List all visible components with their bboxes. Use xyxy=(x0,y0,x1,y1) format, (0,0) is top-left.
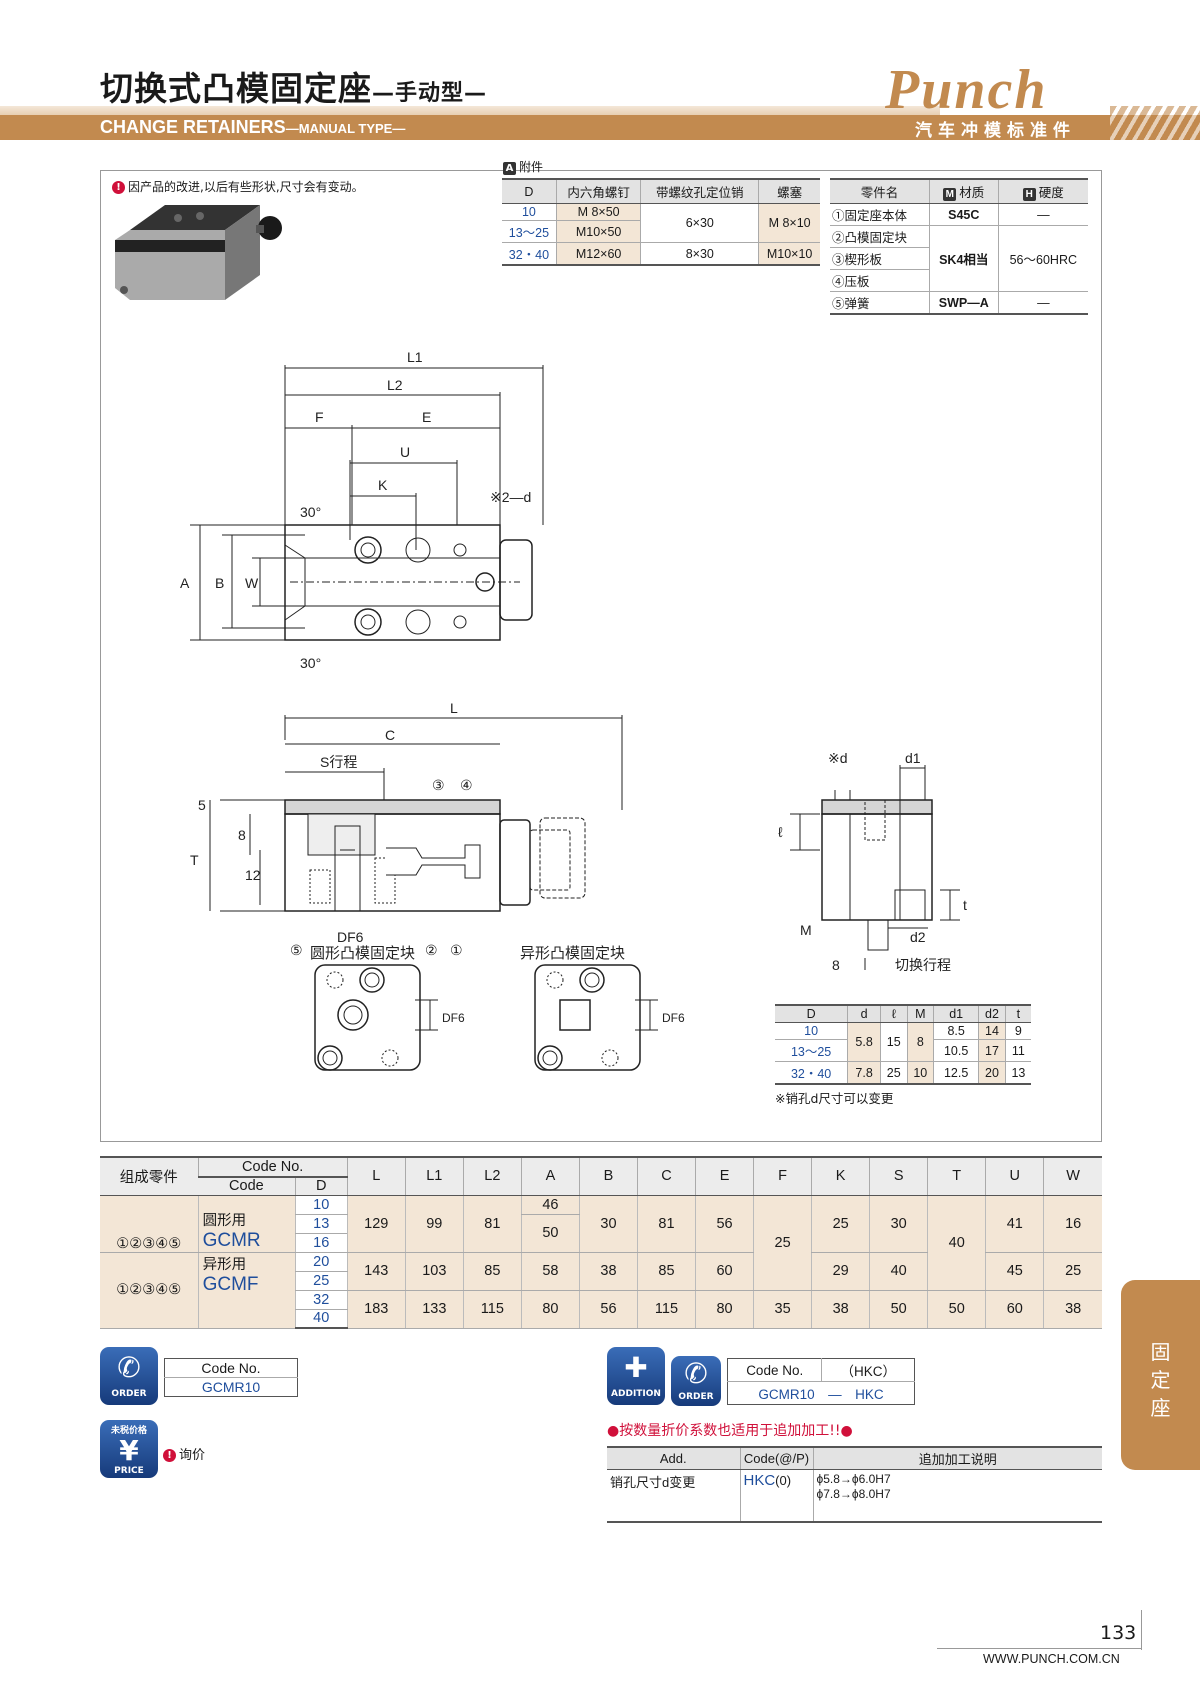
phone-icon: ✆ xyxy=(684,1357,708,1390)
drawing-frame xyxy=(100,170,1102,1142)
callout-5: ⑤ xyxy=(290,942,303,958)
table-row: 32・40 M12×60 8×30 M10×10 xyxy=(502,242,820,266)
dim-8: 8 xyxy=(238,827,246,843)
discount-note: ●按数量折价系数也适用于追加加工!!● xyxy=(607,1423,853,1439)
a-badge-icon: A xyxy=(503,162,516,175)
table-row: 13 50 xyxy=(100,1214,1102,1253)
page-title-cn: 切换式凸模固定座—手动型— xyxy=(100,69,488,108)
pin-hole-note: ※销孔d尺寸可以变更 xyxy=(775,1091,894,1106)
callout-1: ① xyxy=(450,942,463,958)
brand-logo: Punch xyxy=(885,59,1048,121)
price-note: !询价 xyxy=(163,1444,205,1463)
header-band xyxy=(0,115,1200,140)
m-badge-icon: M xyxy=(943,188,957,201)
brand-subtitle: 汽车冲模标准件 xyxy=(915,121,1076,141)
h-badge-icon: H xyxy=(1022,188,1036,201)
addition-order-badge[interactable]: ✆ORDER xyxy=(671,1356,721,1406)
callout-4: ④ xyxy=(460,777,473,793)
yen-icon: ¥ xyxy=(119,1434,139,1467)
dim-DF6-round: DF6 xyxy=(442,1011,465,1025)
dim-M: M xyxy=(800,922,812,938)
table-row: 13～25 M10×50 xyxy=(502,220,820,243)
technical-drawing: L1 L2 F E U K ※2—d 30° 30° A B W L C S行程… xyxy=(180,349,967,1071)
table-row: 32・40 7.8 25 10 12.5 20 13 xyxy=(775,1061,1031,1085)
dim-t: t xyxy=(963,897,967,913)
dim-L: L xyxy=(450,700,458,716)
dim-L1: L1 xyxy=(407,349,423,365)
callout-2: ② xyxy=(425,942,438,958)
change-note: !因产品的改进,以后有些形状,尺寸会有变动。 xyxy=(112,178,364,195)
page-number: 133 xyxy=(1100,1622,1137,1644)
dim-5: 5 xyxy=(198,797,206,813)
dim-12: 12 xyxy=(245,867,261,883)
addition-code-value: GCMR10 — HKC xyxy=(727,1381,915,1405)
dim-B: B xyxy=(215,575,224,591)
addition-table: Add. Code(@/P) 追加加工说明 销孔尺寸d变更 HKC(0) ϕ5.… xyxy=(607,1446,1102,1523)
footer-divider-vertical xyxy=(1141,1610,1142,1650)
order-code-value: GCMR10 xyxy=(164,1377,298,1397)
dim-DF6-special: DF6 xyxy=(662,1011,685,1025)
dim-star-d: ※d xyxy=(828,750,848,766)
footer-divider xyxy=(937,1648,1142,1649)
dim-d1: d1 xyxy=(905,750,921,766)
dim-K: K xyxy=(378,477,388,493)
dim-C: C xyxy=(385,727,395,743)
dim-W: W xyxy=(245,575,259,591)
table-row: 10 5.8 15 8 8.5 14 9 xyxy=(775,1022,1031,1062)
product-photo xyxy=(115,205,282,300)
order-badge[interactable]: ✆ORDER xyxy=(100,1347,158,1405)
header-band-top xyxy=(0,106,940,116)
dim-U: U xyxy=(400,444,410,460)
price-badge[interactable]: 未税价格¥PRICE xyxy=(100,1420,158,1478)
dim-A: A xyxy=(180,575,190,591)
special-block-title: 异形凸模固定块 xyxy=(520,945,625,962)
dim-E: E xyxy=(422,409,431,425)
dim-DF6: DF6 xyxy=(337,929,364,945)
table-row: ①固定座本体 S45C — xyxy=(830,203,1088,226)
dim-ell: ℓ xyxy=(778,824,783,840)
info-icon: ! xyxy=(112,181,125,194)
dim-2d: ※2—d xyxy=(490,489,531,505)
table-row: 40 xyxy=(100,1309,1102,1329)
switch-stroke-label: 切换行程 xyxy=(895,957,951,973)
category-tab[interactable]: 固定座 xyxy=(1121,1280,1200,1470)
dim-S: S行程 xyxy=(320,754,357,770)
page-title-en: CHANGE RETAINERS—MANUAL TYPE— xyxy=(100,117,406,137)
table-row: ②凸模固定块 SK4相当 56～60HRC xyxy=(830,225,1088,292)
dim-d2: d2 xyxy=(910,929,926,945)
table-row: ⑤弹簧 SWP—A — xyxy=(830,291,1088,315)
table-row: 25 xyxy=(100,1271,1102,1291)
round-block-title: 圆形凸模固定块 xyxy=(310,945,415,962)
table-row: 13～25 10.5 17 11 xyxy=(775,1039,1031,1062)
angle-top: 30° xyxy=(300,504,321,520)
order-code-table: Code No. GCMR10 xyxy=(164,1358,298,1397)
dim-F: F xyxy=(315,409,324,425)
dim-8b: 8 xyxy=(832,957,840,973)
header-stripes xyxy=(1110,106,1200,140)
accessory-table: D 内六角螺钉 带螺纹孔定位销 螺塞 10 M 8×50 6×30 M 8×10… xyxy=(502,178,820,266)
website-link[interactable]: WWW.PUNCH.COM.CN xyxy=(983,1652,1120,1666)
table-row: ③楔形板 xyxy=(830,247,1088,270)
dim-T: T xyxy=(190,852,199,868)
info-icon: ! xyxy=(163,1449,176,1462)
plus-icon: ✚ xyxy=(624,1351,648,1384)
addition-code-table: Code No.（HKC） GCMR10 — HKC xyxy=(726,1358,915,1405)
table-row: 10 M 8×50 6×30 M 8×10 xyxy=(502,203,820,243)
phone-icon: ✆ xyxy=(117,1351,141,1384)
addition-badge[interactable]: ✚ADDITION xyxy=(607,1347,665,1405)
table-row: ④压板 xyxy=(830,269,1088,292)
callout-3: ③ xyxy=(432,777,445,793)
dim-L2: L2 xyxy=(387,377,403,393)
angle-bottom: 30° xyxy=(300,655,321,671)
table-row: 32 183 133 115 80 56 115 80 35 38 50 50 … xyxy=(100,1290,1102,1329)
table-row: 16 xyxy=(100,1233,1102,1253)
